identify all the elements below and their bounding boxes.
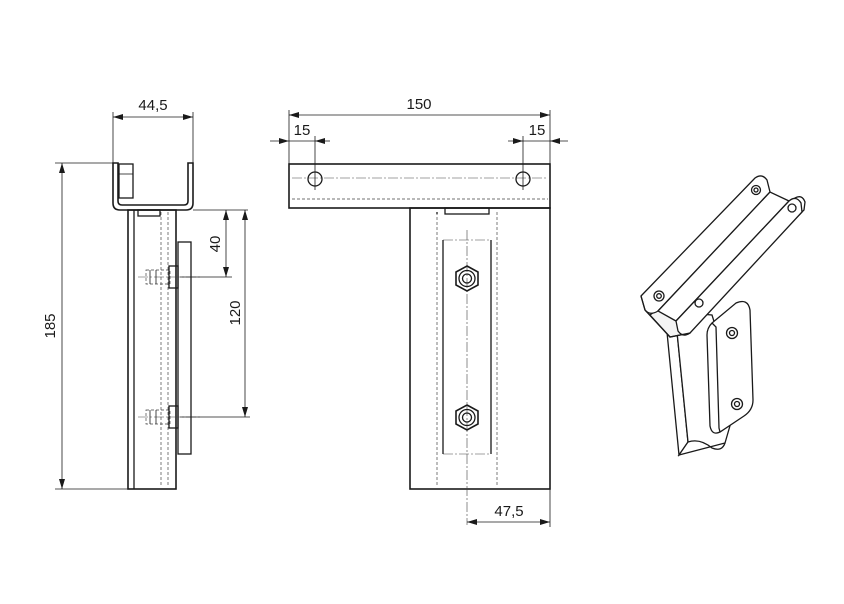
isometric-view <box>640 175 806 457</box>
side-channel-insert <box>118 163 134 199</box>
front-post <box>409 207 551 490</box>
front-lower-nut <box>455 404 479 431</box>
side-channel-profile <box>112 162 194 211</box>
dim-bolt-to-edge: 47,5 <box>494 503 523 520</box>
dim-overall-height: 185 <box>42 313 59 338</box>
side-post <box>127 209 177 490</box>
iso-left-hole <box>653 290 665 302</box>
iso-left-hole-back <box>694 298 704 308</box>
dim-left-hole-offset: 15 <box>294 122 311 139</box>
dim-side-width: 44,5 <box>138 97 167 114</box>
dim-right-hole-offset: 15 <box>529 122 546 139</box>
dim-total-width: 150 <box>406 96 431 113</box>
iso-crossbar-right-wall <box>675 197 803 336</box>
iso-right-hole-back <box>787 203 797 213</box>
front-view: 150 15 15 47,5 <box>270 96 568 527</box>
front-crossbar <box>288 163 551 209</box>
dim-bolt-spacing: 120 <box>227 300 244 325</box>
dim-top-to-bolt: 40 <box>207 236 224 253</box>
side-clamp-plate <box>177 241 192 455</box>
front-upper-nut <box>455 265 479 292</box>
iso-plate-lower-hole <box>730 397 744 411</box>
iso-right-hole-front <box>750 184 762 196</box>
iso-plate-upper-hole <box>725 326 739 340</box>
iso-clamp-plate <box>706 300 754 434</box>
side-view: 44,5 185 40 120 <box>42 97 250 490</box>
